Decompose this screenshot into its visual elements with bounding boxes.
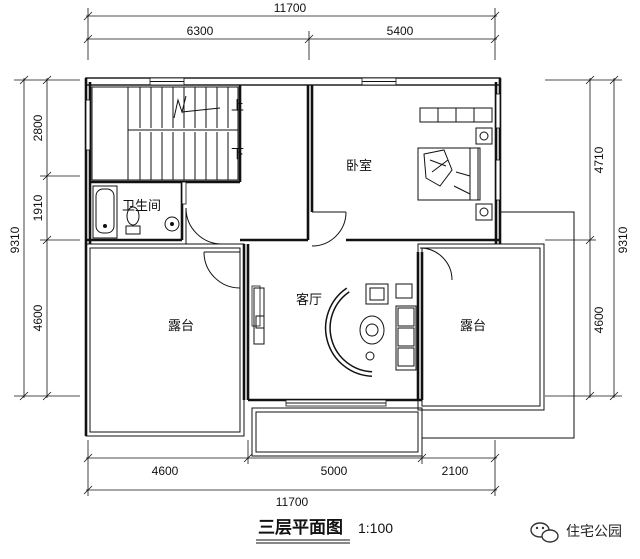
left-dimension-lines xyxy=(14,75,80,401)
drawing-title-block: 三层平面图 1:100 xyxy=(256,518,393,544)
stair-up-label: 上 xyxy=(231,99,244,114)
bed-icon xyxy=(417,147,481,201)
staircase xyxy=(91,86,239,181)
sofa-set-icon xyxy=(324,283,417,377)
dim-bottom-right: 2100 xyxy=(442,464,469,478)
bathroom-label: 卫生间 xyxy=(122,199,161,214)
toilet-icon xyxy=(125,206,141,235)
dim-bottom-mid: 5000 xyxy=(321,464,348,478)
wardrobe-icon xyxy=(419,107,493,123)
bottom-dimension-lines xyxy=(83,440,500,496)
dim-left-mid: 1910 xyxy=(31,194,45,221)
dim-left-bottom: 4600 xyxy=(31,304,45,331)
bedroom-label: 卧室 xyxy=(346,158,372,174)
dim-bottom-total: 11700 xyxy=(276,495,309,509)
nightstand-icons xyxy=(475,127,493,221)
dim-right-bottom: 4600 xyxy=(592,306,606,333)
terrace-left-label: 露台 xyxy=(168,319,194,334)
dim-right-top: 4710 xyxy=(592,146,606,173)
living-room-label: 客厅 xyxy=(296,292,322,308)
dim-left-total: 9310 xyxy=(8,226,22,253)
dim-bottom-left: 4600 xyxy=(152,464,179,478)
dim-top-total: 11700 xyxy=(274,1,307,15)
doors xyxy=(185,207,453,289)
windows xyxy=(85,77,501,407)
terrace-left xyxy=(85,243,245,437)
terrace-right xyxy=(417,243,545,411)
washbasin-icon xyxy=(164,216,180,232)
exterior-walls xyxy=(84,77,502,436)
watermark-text: 住宅公园 xyxy=(566,524,622,540)
watermark: 住宅公园 xyxy=(530,522,622,543)
right-outline xyxy=(422,211,575,439)
terrace-right-label: 露台 xyxy=(460,319,486,334)
dim-top-left: 6300 xyxy=(187,24,214,38)
drawing-title: 三层平面图 xyxy=(258,518,343,538)
stair-down-label: 下 xyxy=(231,147,244,162)
right-dimension-lines xyxy=(545,75,622,401)
dim-top-right: 5400 xyxy=(387,24,414,38)
drawing-scale: 1:100 xyxy=(358,520,393,536)
dim-left-top: 2800 xyxy=(31,114,45,141)
wechat-icon xyxy=(530,522,559,543)
bathtub-icon xyxy=(92,185,118,239)
interior-walls xyxy=(86,85,500,402)
tv-cabinet-icon xyxy=(253,287,265,345)
balcony-front xyxy=(251,407,423,457)
top-dimension-lines xyxy=(83,8,500,60)
dim-right-total: 9310 xyxy=(616,226,630,253)
